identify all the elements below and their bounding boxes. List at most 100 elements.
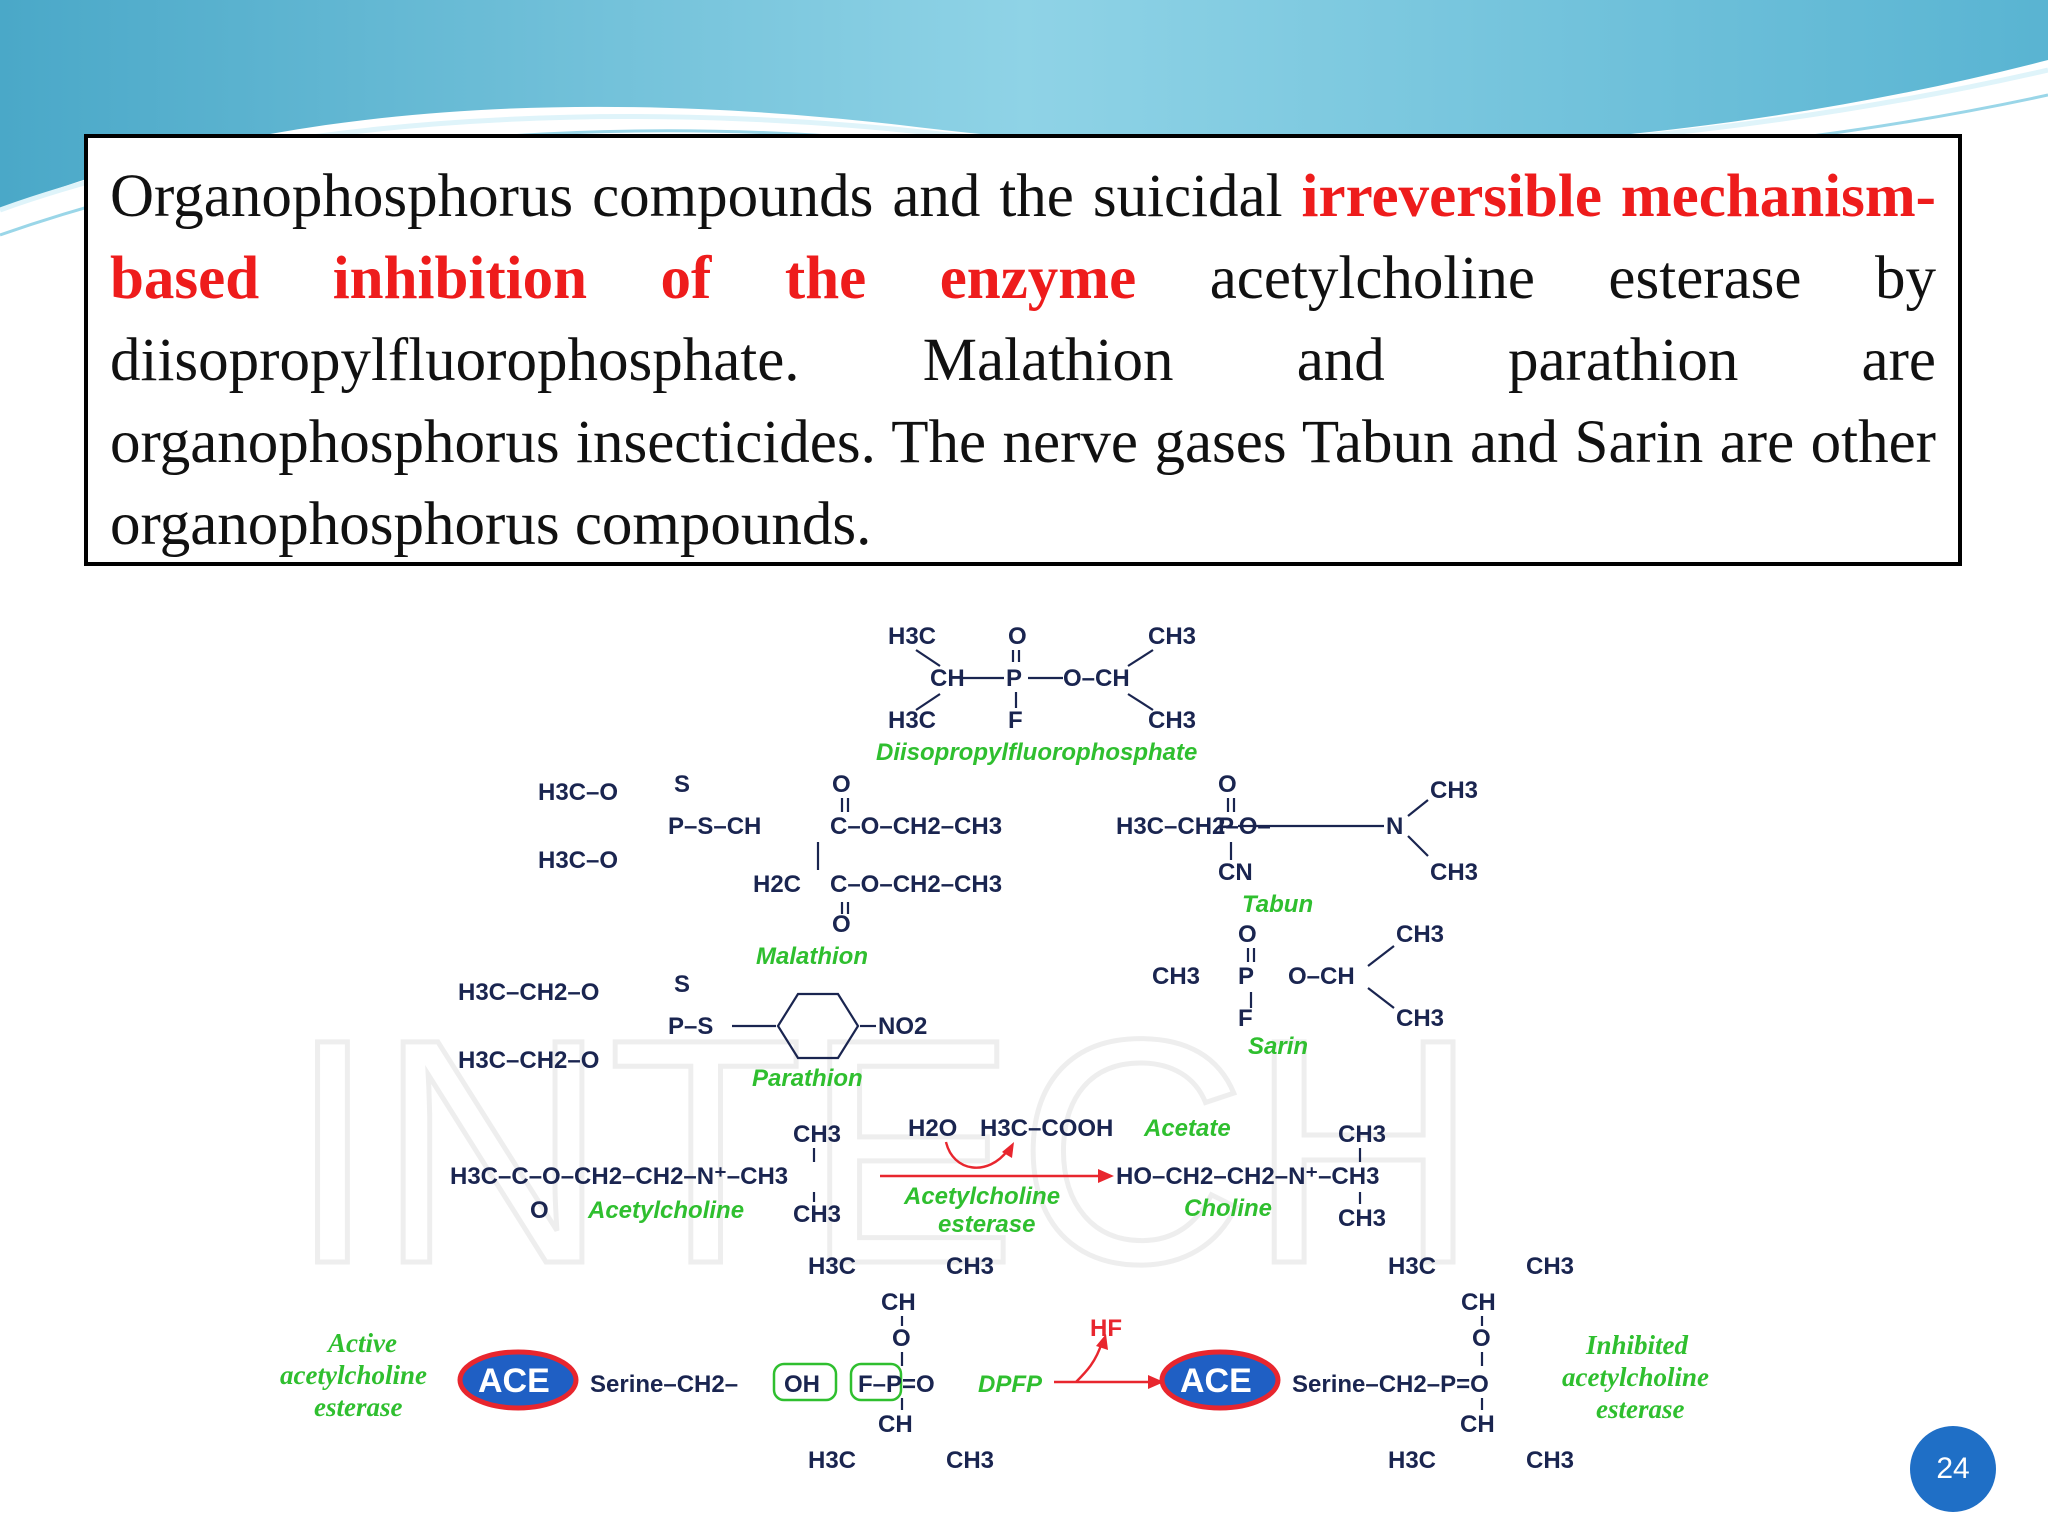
dfp-ch: CH (930, 665, 965, 692)
parathion-bot: H3C–CH2–O (458, 1047, 599, 1074)
dfp-o-ch: O–CH (1063, 665, 1130, 692)
bond (1407, 799, 1429, 817)
parathion-structure: H3C–CH2–O S P–S NO2 H3C–CH2–O Parathion (458, 971, 927, 1092)
acetate-label: Acetate (1143, 1115, 1231, 1142)
page-number-badge: 24 (1910, 1426, 1996, 1512)
bond (1367, 945, 1395, 967)
dfp-h3c-bot: H3C (888, 707, 936, 734)
dfp-p: P (1006, 665, 1022, 692)
right-ch3-bot: CH3 (1526, 1447, 1574, 1474)
chemical-bonds (732, 649, 1484, 1410)
parathion-top: H3C–CH2–O (458, 979, 599, 1006)
ach-ch3-bot: CH3 (793, 1201, 841, 1228)
parathion-s: S (674, 971, 690, 998)
bond (915, 649, 941, 667)
ace-left-text: ACE (478, 1362, 550, 1400)
malathion-o-bot: O (832, 911, 851, 938)
bond (915, 693, 941, 711)
inhibition-reaction: H3C CH3 CH O Active acetylcholine estera… (280, 1253, 1709, 1474)
ace-right-text: ACE (1180, 1362, 1252, 1400)
hf-arrowhead (1096, 1334, 1108, 1350)
choline-structure: CH3 HO–CH2–CH2–N⁺–CH3 Choline CH3 (1116, 1121, 1386, 1232)
parathion-no2: NO2 (878, 1013, 927, 1040)
malathion-ester1: C–O–CH2–CH3 (830, 813, 1002, 840)
hydrolysis-arrowhead (1098, 1169, 1114, 1183)
malathion-o-top: O (832, 771, 851, 798)
right-h3c-bot: H3C (1388, 1447, 1436, 1474)
left-ch3-top: CH3 (946, 1253, 994, 1280)
right-ch-bot: CH (1460, 1411, 1495, 1438)
sarin-ch3-bot: CH3 (1396, 1005, 1444, 1032)
dfp-ch3-bot: CH3 (1148, 707, 1196, 734)
benzene-ring (776, 992, 860, 1060)
ace-enzyme-left (457, 1349, 579, 1411)
ach-formula: H3C–C–O–CH2–CH2–N⁺–CH3 (450, 1163, 788, 1190)
inhibited-label-2: acetylcholine (1562, 1362, 1709, 1392)
sarin-label: Sarin (1248, 1033, 1308, 1060)
left-ch-bot: CH (878, 1411, 913, 1438)
ach-ch3-top: CH3 (793, 1121, 841, 1148)
acetate-formula: H3C–COOH (980, 1115, 1113, 1142)
dfp-label: Diisopropylfluorophosphate (876, 739, 1197, 766)
active-label-3: esterase (314, 1392, 402, 1422)
tabun-p: P (1218, 813, 1234, 840)
malathion-h3co-bot: H3C–O (538, 847, 618, 874)
dfp-h3c-top: H3C (888, 623, 936, 650)
sarin-f: F (1238, 1005, 1253, 1032)
acetylcholine-structure: CH3 H3C–C–O–CH2–CH2–N⁺–CH3 O Acetylcholi… (450, 1121, 841, 1228)
water-label: H2O (908, 1115, 957, 1142)
bond (1367, 987, 1395, 1009)
tabun-cn: CN (1218, 859, 1253, 886)
main-text-box: Organophosphorus compounds and the suici… (84, 134, 1962, 566)
bond (1407, 835, 1429, 857)
curved-arrowhead (1002, 1142, 1014, 1158)
dfp-structure: H3C O CH3 CH P O–CH H3C F CH3 Diisopropy… (876, 623, 1197, 766)
dpfp-label: DPFP (978, 1371, 1043, 1398)
inhibited-label-3: esterase (1596, 1394, 1684, 1424)
inhibited-label-1: Inhibited (1585, 1330, 1689, 1360)
right-ch3-top: CH3 (1526, 1253, 1574, 1280)
tabun-o: O (1218, 771, 1237, 798)
malathion-ester2: C–O–CH2–CH3 (830, 871, 1002, 898)
left-serine-chain: Serine–CH2– (590, 1371, 738, 1398)
bond (1127, 649, 1154, 667)
dfp-ch3-top: CH3 (1148, 623, 1196, 650)
ach-o: O (530, 1197, 549, 1224)
malathion-p-s-ch: P–S–CH (668, 813, 761, 840)
text-part-1: Organophosphorus compounds and the suici… (110, 163, 1302, 230)
hydroxyl-group: OH (784, 1371, 820, 1398)
tabun-structure: O CH3 H3C–CH2–O– P N CN CH3 Tabun (1116, 771, 1478, 918)
hydrolysis-reaction: H2O H3C–COOH Acetate Acetylcholine ester… (880, 1115, 1231, 1238)
right-o: O (1472, 1325, 1491, 1352)
slide-paragraph: Organophosphorus compounds and the suici… (110, 156, 1936, 566)
right-serine-chain: Serine–CH2–P=O (1292, 1371, 1489, 1398)
sarin-ch3: CH3 (1152, 963, 1200, 990)
inhibition-arrowhead (1148, 1375, 1164, 1389)
tabun-ch3-top: CH3 (1430, 777, 1478, 804)
ach-label: Acetylcholine (587, 1197, 744, 1224)
left-h3c-bot: H3C (808, 1447, 856, 1474)
parathion-label: Parathion (752, 1065, 863, 1092)
right-h3c-top: H3C (1388, 1253, 1436, 1280)
malathion-label: Malathion (756, 943, 868, 970)
left-o: O (892, 1325, 911, 1352)
text-part-2: acetylcholine esterase by diisopropylflu… (110, 245, 1937, 558)
sarin-ch3-top: CH3 (1396, 921, 1444, 948)
dfp-f: F (1008, 707, 1023, 734)
right-ch-top: CH (1461, 1289, 1496, 1316)
choline-ch3-bot: CH3 (1338, 1205, 1386, 1232)
dfp-o-top: O (1008, 623, 1027, 650)
curved-acetate-arrow (944, 1141, 1009, 1169)
left-h3c-top: H3C (808, 1253, 856, 1280)
choline-formula: HO–CH2–CH2–N⁺–CH3 (1116, 1163, 1379, 1190)
malathion-h2c: H2C (753, 871, 801, 898)
parathion-p-s: P–S (668, 1013, 713, 1040)
enzyme-label-line2: esterase (938, 1211, 1035, 1238)
active-label-2: acetylcholine (280, 1360, 427, 1390)
malathion-s: S (674, 771, 690, 798)
hf-label: HF (1090, 1315, 1122, 1342)
ace-enzyme-right (1159, 1349, 1281, 1411)
tabun-label: Tabun (1242, 891, 1313, 918)
enzyme-label-line1: Acetylcholine (903, 1183, 1060, 1210)
watermark-text: INTECH (288, 972, 1479, 1330)
